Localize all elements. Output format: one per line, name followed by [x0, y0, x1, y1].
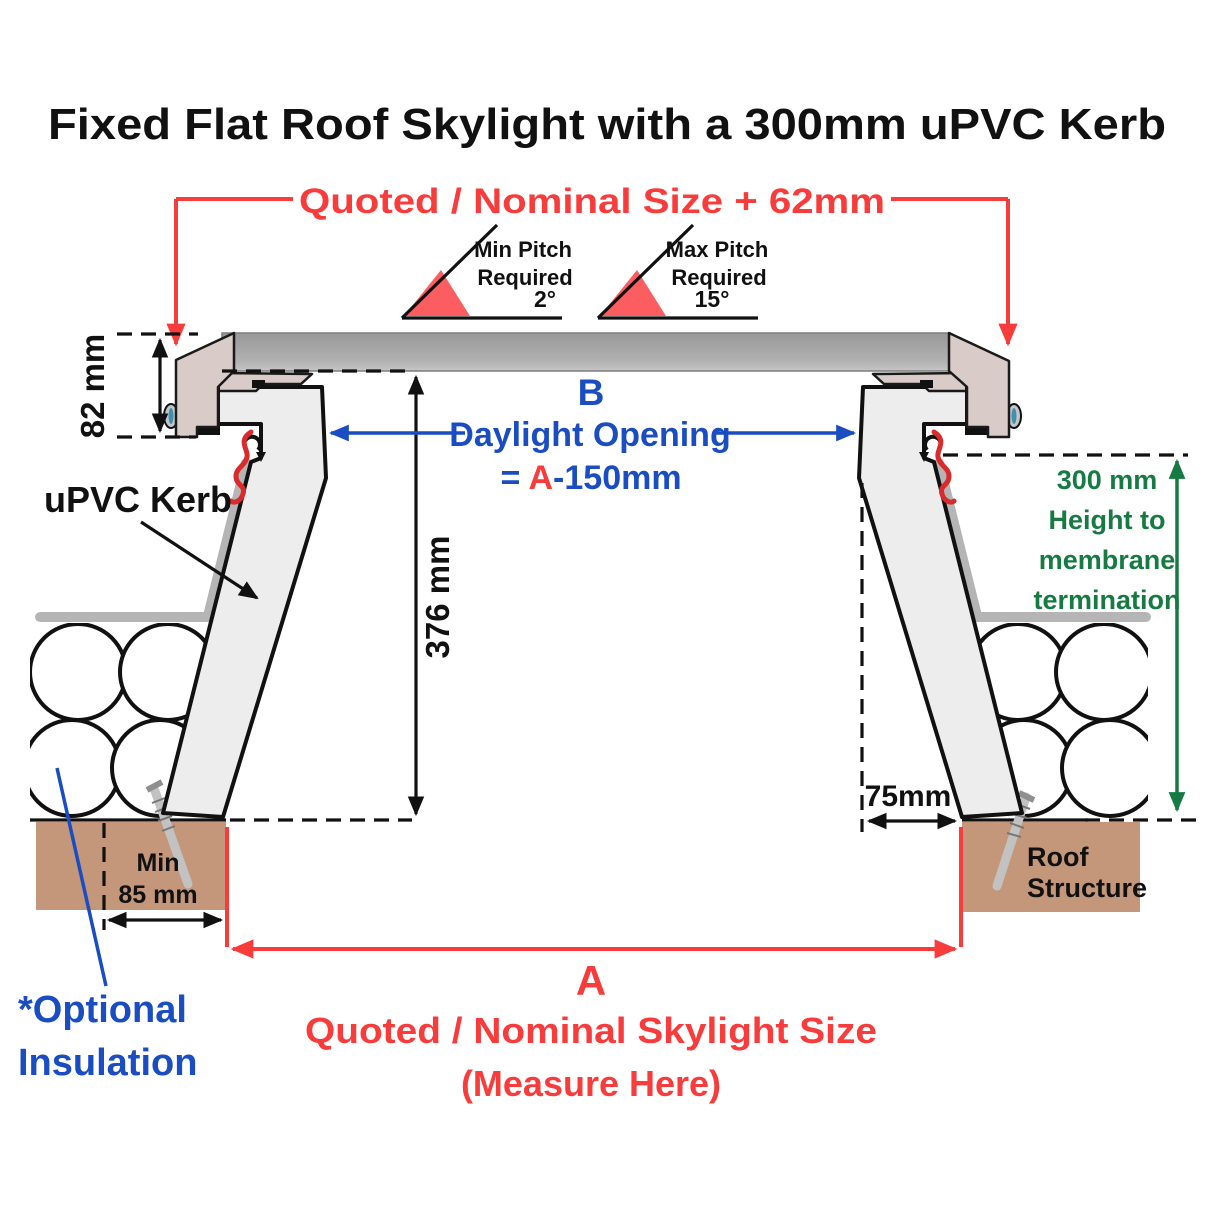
gasket-right — [919, 429, 957, 505]
max-pitch-slope-line — [596, 223, 695, 320]
dimension-85mm: Min 85 mm — [106, 849, 224, 929]
frame-clip — [920, 380, 933, 388]
min-pitch-indicator: Min Pitch Required 2° — [400, 223, 573, 320]
membrane-height-line3: membrane — [1039, 545, 1176, 575]
optional-insulation-annotation: *Optional Insulation — [18, 767, 197, 1084]
gasket-wedge — [919, 452, 929, 462]
min-pitch-slope-line — [400, 223, 499, 320]
min-embed-line2: 85 mm — [118, 881, 197, 909]
equation-prefix: = — [500, 459, 528, 497]
screw-head — [145, 779, 164, 793]
optional-insulation-line2: Insulation — [18, 1042, 197, 1084]
dashed-guides — [102, 332, 1196, 930]
roof-structure-annotation: Roof Structure — [1027, 842, 1147, 903]
screw-shaft — [150, 786, 193, 889]
daylight-equation: = A-150mm — [500, 459, 681, 497]
glazing-panel — [221, 332, 951, 372]
kerb-annotation: uPVC Kerb — [44, 479, 259, 600]
insulation-loop — [1054, 623, 1148, 722]
membrane-height-annotation: 300 mm Height to membrane termination — [1033, 458, 1186, 813]
kerb-label: uPVC Kerb — [44, 479, 232, 520]
bottom-dimension-letter: A — [576, 957, 606, 1004]
dimension-376mm: 376 mm — [407, 374, 456, 817]
insulation-loop — [1060, 718, 1148, 818]
optional-insulation-line1: *Optional — [18, 989, 187, 1031]
gasket-left — [228, 429, 266, 505]
bolt-head-slot — [1011, 408, 1017, 424]
gasket-seal — [931, 429, 957, 505]
dimension-75mm: 75mm — [865, 780, 958, 830]
roof-structure-right — [962, 822, 1140, 912]
page-title: Fixed Flat Roof Skylight with a 300mm uP… — [48, 100, 1166, 149]
screw-head — [1017, 790, 1036, 803]
top-dimension-label: Quoted / Nominal Size + 62mm — [299, 182, 885, 221]
frame-clip — [252, 380, 265, 388]
min-embed-line1: Min — [136, 849, 179, 877]
gasket-seal — [228, 429, 254, 505]
frame-foot — [196, 425, 220, 435]
dimension-75mm-label: 75mm — [865, 780, 952, 813]
daylight-opening-annotation: B Daylight Opening = A-150mm — [328, 372, 857, 497]
gasket-wedge — [256, 452, 266, 462]
max-pitch-label-1: Max Pitch — [666, 237, 769, 262]
bottom-dimension-line1: Quoted / Nominal Skylight Size — [305, 1010, 877, 1051]
bottom-dimension-line2: (Measure Here) — [461, 1063, 721, 1104]
min-pitch-angle-wedge — [404, 270, 470, 316]
top-dimension-bracket: Quoted / Nominal Size + 62mm — [166, 182, 1018, 347]
roof-structure-left — [36, 822, 226, 910]
kerb-leader-arrow — [140, 520, 259, 600]
bolt-head-slot — [168, 408, 174, 424]
insulation-loop — [30, 623, 128, 722]
max-pitch-angle-wedge — [600, 270, 666, 316]
equation-suffix: -150mm — [553, 459, 682, 497]
equation-a: A — [528, 459, 553, 497]
upvc-kerb-left — [161, 385, 328, 819]
membrane-height-line4: termination — [1033, 585, 1180, 615]
dimension-376mm-label: 376 mm — [419, 536, 456, 659]
insulation-loop — [30, 718, 122, 818]
daylight-letter: B — [578, 372, 605, 413]
max-pitch-value: 15° — [695, 286, 730, 312]
roof-structure-line2: Structure — [1027, 873, 1147, 903]
upvc-kerb-right — [857, 385, 1024, 819]
membrane-upstand-left — [203, 458, 251, 621]
min-pitch-value: 2° — [534, 286, 556, 312]
max-pitch-label-2: Required — [671, 265, 766, 290]
frame-foot — [965, 425, 989, 435]
frame-cap-right — [947, 331, 1011, 439]
membrane-height-line1: 300 mm — [1057, 465, 1158, 495]
insulation-leader-line — [55, 767, 108, 987]
fixing-screw-left — [145, 779, 193, 889]
roof-structure-line1: Roof — [1027, 842, 1089, 872]
roof-membrane — [35, 458, 1151, 622]
min-pitch-label-2: Required — [477, 265, 572, 290]
membrane-upstand-right — [934, 458, 982, 621]
daylight-label: Daylight Opening — [449, 416, 730, 454]
dimension-82mm: 82 mm — [74, 334, 169, 439]
max-pitch-indicator: Max Pitch Required 15° — [596, 223, 769, 320]
min-pitch-label-1: Min Pitch — [474, 237, 572, 262]
membrane-height-line2: Height to — [1049, 505, 1166, 535]
bottom-dimension: A Quoted / Nominal Skylight Size (Measur… — [225, 827, 963, 1104]
frame-cap-left — [174, 331, 236, 439]
dimension-82mm-label: 82 mm — [74, 334, 111, 439]
